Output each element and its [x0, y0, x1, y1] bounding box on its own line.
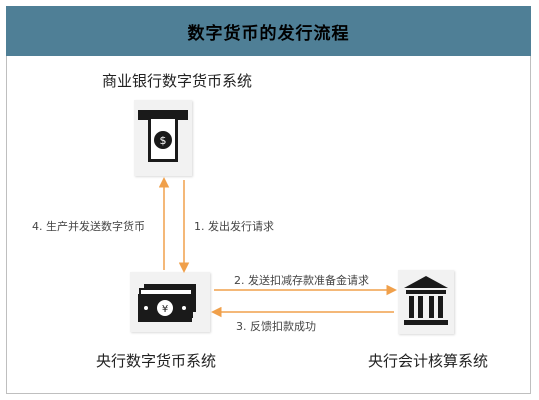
title-bar: 数字货币的发行流程 [6, 6, 531, 56]
commercial-bank-label: 商业银行数字货币系统 [102, 72, 253, 90]
banknote-stack-icon: ¥ [130, 272, 210, 332]
central-bank-currency-label: 央行数字货币系统 [96, 352, 217, 370]
bank-building-icon [398, 270, 454, 334]
diagram-title: 数字货币的发行流程 [187, 23, 350, 44]
atm-coin-icon: $ [134, 100, 192, 176]
arrow-step2-label: 2. 发送扣减存款准备金请求 [234, 274, 369, 287]
arrow-step3-label: 3. 反馈扣款成功 [236, 320, 316, 333]
arrow-step4-label: 4. 生产并发送数字货币 [32, 220, 145, 233]
arrow-step1-label: 1. 发出发行请求 [194, 220, 274, 233]
central-bank-accounting-label: 央行会计核算系统 [368, 352, 489, 370]
svg-text:$: $ [160, 134, 167, 147]
svg-text:¥: ¥ [162, 304, 168, 315]
